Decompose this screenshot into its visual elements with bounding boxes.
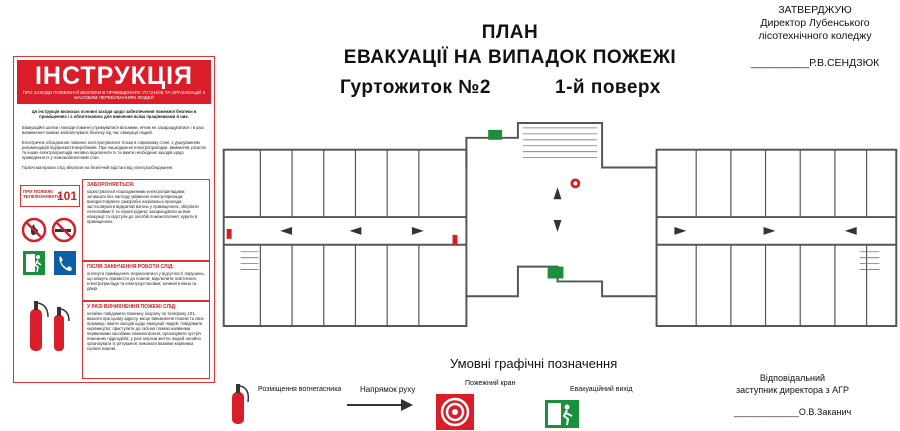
approval-block: ЗАТВЕРДЖУЮ Директор Лубенського лісотехн… [740, 4, 890, 70]
instruction-header: ІНСТРУКЦІЯ ПРО ЗАХОДИ ПОЖЕЖНОЇ БЕЗПЕКИ В… [17, 60, 211, 104]
stairs-icon [240, 127, 880, 270]
exit-sign-icon [488, 129, 564, 279]
prohibition-signs [22, 217, 77, 243]
extinguisher-marker-icon [226, 228, 458, 245]
instruction-paragraph-3: Горючі матеріали слід зберігати на безпе… [22, 165, 174, 170]
instruction-subtitle: ПРО ЗАХОДИ ПОЖЕЖНОЇ БЕЗПЕКИ В ПРИМІЩЕННЯ… [22, 90, 206, 100]
forbidden-title: ЗАБОРОНЯЄТЬСЯ: [87, 182, 135, 188]
fire-actions-title: У РАЗІ ВИНИКНЕННЯ ПОЖЕЖІ СЛІД: [87, 304, 177, 310]
safety-signs [23, 251, 76, 275]
left-wing-wall [222, 148, 468, 328]
fire-actions-box: У РАЗІ ВИНИКНЕННЯ ПОЖЕЖІ СЛІД: негайно п… [82, 301, 210, 379]
building-name: Гуртожиток №2 [340, 77, 491, 98]
phone-number: 101 [57, 189, 78, 203]
legend-extinguisher-icon [232, 384, 250, 424]
right-wing-wall [655, 148, 898, 328]
no-fire-icon [22, 217, 47, 243]
approval-signature: __________Р.В.СЕНДЗЮК [750, 57, 880, 69]
fire-hydrant-marker-icon [570, 178, 581, 189]
responsible-signature: _____________О.В.Заканич [733, 407, 852, 417]
responsible-line2: заступник директора з АГР [735, 385, 850, 395]
plan-title: ПЛАН [481, 22, 539, 43]
legend-title: Умовні графічні позначення [450, 356, 618, 371]
instruction-poster: ІНСТРУКЦІЯ ПРО ЗАХОДИ ПОЖЕЖНОЇ БЕЗПЕКИ В… [13, 56, 215, 383]
legend-extinguisher-label: Розміщення вогнегасника [258, 386, 342, 393]
after-work-title: ПІСЛЯ ЗАКІНЧЕННЯ РОБОТИ СЛІД: [87, 264, 175, 270]
forbidden-box: ЗАБОРОНЯЄТЬСЯ: користуватися пошкодженим… [82, 179, 210, 261]
instruction-intro: Ця інструкція визначає основні заходи що… [31, 109, 197, 119]
no-smoking-icon [51, 217, 77, 243]
forbidden-text: користуватися пошкодженими електроприлад… [87, 189, 199, 224]
extinguisher-icon [30, 301, 70, 351]
legend-exit-label: Евакуаційний вихід [570, 386, 633, 393]
approval-line1: ЗАТВЕРДЖУЮ [778, 4, 852, 16]
fire-actions-text: негайно повідомити пожежну охорону по те… [87, 311, 204, 351]
central-upper-wall [465, 121, 657, 169]
legend-direction-arrow-icon [347, 399, 413, 411]
after-work-box: ПІСЛЯ ЗАКІНЧЕННЯ РОБОТИ СЛІД: оглянути п… [82, 261, 210, 301]
instruction-title: ІНСТРУКЦІЯ [34, 62, 194, 90]
instruction-paragraph-1: Евакуаційні шляхи і виходи повинні утрим… [22, 125, 204, 135]
legend-hydrant-label: Пожежний кран [465, 380, 516, 387]
legend-direction-label: Напрямок руху [360, 385, 416, 394]
after-work-text: оглянути приміщення, переконатися у відс… [87, 271, 205, 291]
floor-label: 1-й поверх [555, 77, 661, 98]
direction-arrows [280, 187, 857, 235]
phone-sign-icon [54, 251, 76, 275]
left-room-dividers [259, 149, 420, 327]
legend-hydrant-icon [436, 394, 474, 430]
plan-subtitle: ЕВАКУАЦІЇ НА ВИПАДОК ПОЖЕЖІ [343, 47, 677, 68]
legend-exit-icon [545, 400, 579, 428]
responsible-line1: Відповідальний [759, 373, 826, 383]
responsible-block: Відповідальний заступник директора з АГР… [700, 372, 885, 418]
right-room-dividers [695, 149, 868, 327]
phone-box: ПРИ ПОЖЕЖІ ТЕЛЕФОНУВАТИ 101 [20, 185, 80, 207]
exit-icon [23, 251, 45, 275]
instruction-paragraph-2: Електричне обладнання повинно експлуатув… [22, 140, 207, 160]
floor-plan [222, 121, 898, 328]
phone-label: ПРИ ПОЖЕЖІ ТЕЛЕФОНУВАТИ [23, 189, 61, 199]
approval-line3: лісотехнічного коледжу [758, 30, 872, 42]
approval-line2: Директор Лубенського [760, 17, 870, 29]
